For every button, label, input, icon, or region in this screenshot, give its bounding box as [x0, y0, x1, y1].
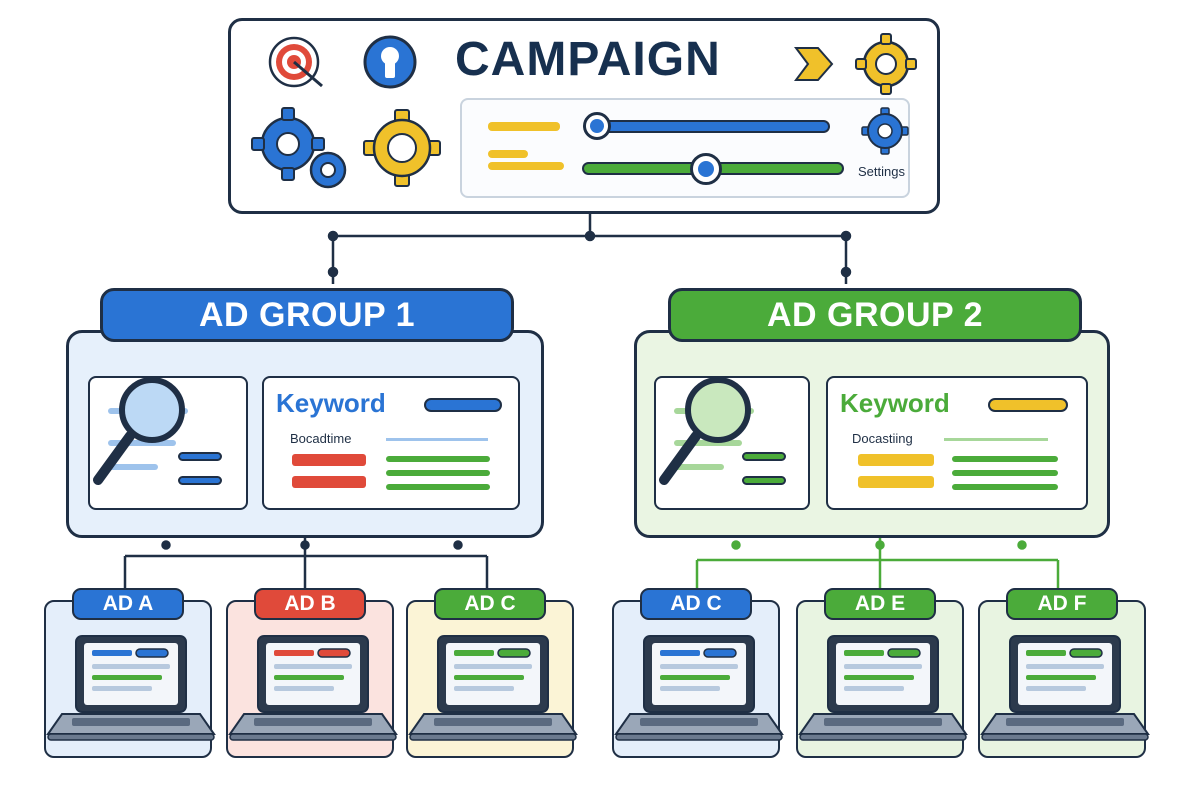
card-chip	[178, 452, 222, 461]
green-line	[386, 484, 490, 490]
keyword-title: Keyword	[840, 388, 950, 418]
keyword-title: Keyword	[276, 388, 386, 418]
green-line	[952, 456, 1058, 462]
card-line	[674, 464, 724, 470]
green-slider-handle[interactable]	[690, 153, 722, 185]
yellow-bar	[858, 476, 934, 488]
campaign-title: CAMPAIGN	[455, 33, 721, 86]
settings-line	[488, 162, 564, 170]
green-line	[952, 484, 1058, 490]
laptop-icon	[46, 635, 216, 741]
ad-group-2-header[interactable]: AD GROUP 2	[668, 288, 1082, 342]
gear-icon	[363, 109, 441, 187]
ad-label[interactable]: AD E	[824, 588, 936, 620]
magnifier-icon	[659, 377, 751, 485]
ad-group-1-header[interactable]: AD GROUP 1	[100, 288, 514, 342]
card-chip	[742, 476, 786, 485]
green-line	[386, 456, 490, 462]
red-bar	[292, 476, 366, 488]
settings-line	[488, 122, 560, 131]
card-line	[386, 438, 488, 441]
ad-label[interactable]: AD C	[640, 588, 752, 620]
ad-label[interactable]: AD F	[1006, 588, 1118, 620]
card-chip	[178, 476, 222, 485]
laptop-icon	[614, 635, 784, 741]
laptop-icon	[228, 635, 398, 741]
settings-line	[488, 150, 528, 158]
keyword-subtitle: Bocadtime	[290, 431, 352, 446]
green-line	[386, 470, 490, 476]
keyword-input[interactable]	[988, 398, 1068, 412]
red-bar	[292, 454, 366, 466]
card-line	[108, 464, 158, 470]
settings-label: Settings	[858, 164, 905, 179]
ad-label[interactable]: AD C	[434, 588, 546, 620]
laptop-icon	[980, 635, 1150, 741]
laptop-icon	[798, 635, 968, 741]
laptop-icon	[408, 635, 578, 741]
blue-slider-track[interactable]	[586, 120, 830, 133]
settings-gear-icon[interactable]	[854, 32, 918, 96]
card-line	[108, 440, 176, 446]
ad-label[interactable]: AD B	[254, 588, 366, 620]
blue-slider-handle[interactable]	[583, 112, 611, 140]
arrow-icon[interactable]	[792, 44, 836, 84]
campaign-settings-panel	[460, 98, 910, 198]
ad-label[interactable]: AD A	[72, 588, 184, 620]
keyhole-icon	[363, 35, 417, 89]
card-chip	[742, 452, 786, 461]
keyword-subtitle: Docastiing	[852, 431, 913, 446]
gears-icon	[251, 107, 347, 189]
green-line	[952, 470, 1058, 476]
keyword-input[interactable]	[424, 398, 502, 412]
blue-gear-icon[interactable]	[860, 106, 910, 156]
card-line	[674, 440, 742, 446]
card-line	[944, 438, 1048, 441]
yellow-bar	[858, 454, 934, 466]
magnifier-icon	[93, 377, 185, 485]
target-icon	[268, 36, 323, 88]
